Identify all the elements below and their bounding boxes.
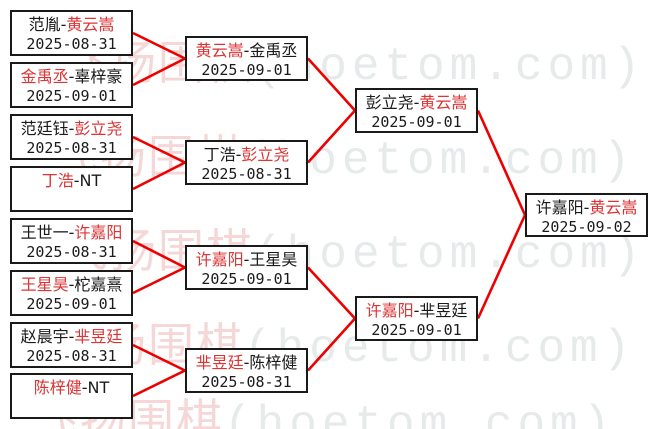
match-box-round1-1: 范胤-黄云嵩 2025-08-31 <box>10 10 133 56</box>
match-players: 丁浩-NT <box>12 170 131 191</box>
player-name: 王世一 <box>20 223 69 242</box>
match-box-round1-8: 陈梓健-NT <box>10 373 133 419</box>
match-players: 王星昊-柁嘉熹 <box>12 274 131 295</box>
name-separator: - <box>73 171 80 190</box>
match-box-round1-6: 王星昊-柁嘉熹 2025-09-01 <box>10 270 133 316</box>
player-name: 陈梓健 <box>33 378 82 397</box>
player-name: 黄云嵩 <box>589 198 638 217</box>
match-players: 王世一-许嘉阳 <box>12 222 131 243</box>
match-players: 陈梓健-NT <box>12 377 131 398</box>
name-separator: - <box>68 327 75 346</box>
match-box-round2-3: 许嘉阳-王星昊 2025-09-01 <box>185 245 308 290</box>
name-separator: - <box>243 250 250 269</box>
name-separator: - <box>60 15 67 34</box>
match-date: 2025-08-31 <box>26 347 117 365</box>
name-separator: - <box>68 67 75 86</box>
match-box-round1-7: 赵晨宇-芈昱廷 2025-08-31 <box>10 322 133 368</box>
name-separator: - <box>413 301 420 320</box>
name-separator: - <box>235 145 242 164</box>
match-date: 2025-09-01 <box>26 87 117 105</box>
match-box-round1-3: 范廷钰-彭立尧 2025-08-31 <box>10 114 133 160</box>
match-players: 彭立尧-黄云嵩 <box>357 92 476 113</box>
player-name: 范廷钰 <box>20 119 69 138</box>
match-players: 金禹丞-辜梓豪 <box>12 66 131 87</box>
name-separator: - <box>243 41 250 60</box>
match-players: 黄云嵩-金禹丞 <box>187 40 306 61</box>
player-name: 赵晨宇 <box>20 327 69 346</box>
match-date: 2025-09-02 <box>541 218 632 236</box>
match-players: 许嘉阳-黄云嵩 <box>527 197 646 218</box>
match-date: 2025-08-31 <box>201 165 292 183</box>
match-date: 2025-08-31 <box>26 35 117 53</box>
player-name: 金禹丞 <box>249 41 298 60</box>
player-name: 王星昊 <box>249 250 298 269</box>
match-date: 2025-09-01 <box>201 270 292 288</box>
player-name: 黄云嵩 <box>195 41 244 60</box>
player-name: 芈昱廷 <box>195 353 244 372</box>
match-date: 2025-08-31 <box>201 373 292 391</box>
match-players: 许嘉阳-芈昱廷 <box>357 300 476 321</box>
match-box-round1-5: 王世一-许嘉阳 2025-08-31 <box>10 218 133 264</box>
match-players: 范胤-黄云嵩 <box>12 14 131 35</box>
player-name: 金禹丞 <box>20 67 69 86</box>
player-name: 柁嘉熹 <box>74 275 123 294</box>
player-name: 许嘉阳 <box>365 301 414 320</box>
name-separator: - <box>68 275 75 294</box>
match-players: 范廷钰-彭立尧 <box>12 118 131 139</box>
player-name: 辜梓豪 <box>74 67 123 86</box>
player-name: 许嘉阳 <box>74 223 123 242</box>
match-date: 2025-09-01 <box>371 113 462 131</box>
name-separator: - <box>583 198 590 217</box>
player-name: 芈昱廷 <box>74 327 123 346</box>
match-box-round2-1: 黄云嵩-金禹丞 2025-09-01 <box>185 36 308 81</box>
name-separator: - <box>243 353 250 372</box>
player-name: NT <box>79 171 102 190</box>
match-date <box>12 191 131 210</box>
player-name: 王星昊 <box>20 275 69 294</box>
match-box-final: 许嘉阳-黄云嵩 2025-09-02 <box>525 193 648 237</box>
match-box-round1-4: 丁浩-NT <box>10 166 133 212</box>
match-date: 2025-09-01 <box>201 61 292 79</box>
player-name: 丁浩 <box>203 145 236 164</box>
match-box-round2-4: 芈昱廷-陈梓健 2025-08-31 <box>185 348 308 393</box>
player-name: 黄云嵩 <box>66 15 115 34</box>
player-name: 陈梓健 <box>249 353 298 372</box>
match-date: 2025-09-01 <box>26 295 117 313</box>
match-box-round1-2: 金禹丞-辜梓豪 2025-09-01 <box>10 62 133 108</box>
name-separator: - <box>413 93 420 112</box>
player-name: 彭立尧 <box>241 145 290 164</box>
match-date: 2025-09-01 <box>371 321 462 339</box>
match-box-round2-2: 丁浩-彭立尧 2025-08-31 <box>185 140 308 185</box>
player-name: 范胤 <box>28 15 61 34</box>
player-name: 芈昱廷 <box>419 301 468 320</box>
match-players: 丁浩-彭立尧 <box>187 144 306 165</box>
match-box-semifinal-1: 彭立尧-黄云嵩 2025-09-01 <box>355 88 478 133</box>
player-name: 丁浩 <box>41 171 74 190</box>
match-players: 赵晨宇-芈昱廷 <box>12 326 131 347</box>
player-name: 彭立尧 <box>74 119 123 138</box>
player-name: 许嘉阳 <box>535 198 584 217</box>
match-date: 2025-08-31 <box>26 139 117 157</box>
match-date: 2025-08-31 <box>26 243 117 261</box>
player-name: 许嘉阳 <box>195 250 244 269</box>
player-name: NT <box>87 378 110 397</box>
match-players: 芈昱廷-陈梓健 <box>187 352 306 373</box>
match-players: 许嘉阳-王星昊 <box>187 249 306 270</box>
match-date <box>12 398 131 417</box>
player-name: 彭立尧 <box>365 93 414 112</box>
name-separator: - <box>68 119 75 138</box>
name-separator: - <box>81 378 88 397</box>
player-name: 黄云嵩 <box>419 93 468 112</box>
match-box-semifinal-2: 许嘉阳-芈昱廷 2025-09-01 <box>355 296 478 341</box>
name-separator: - <box>68 223 75 242</box>
